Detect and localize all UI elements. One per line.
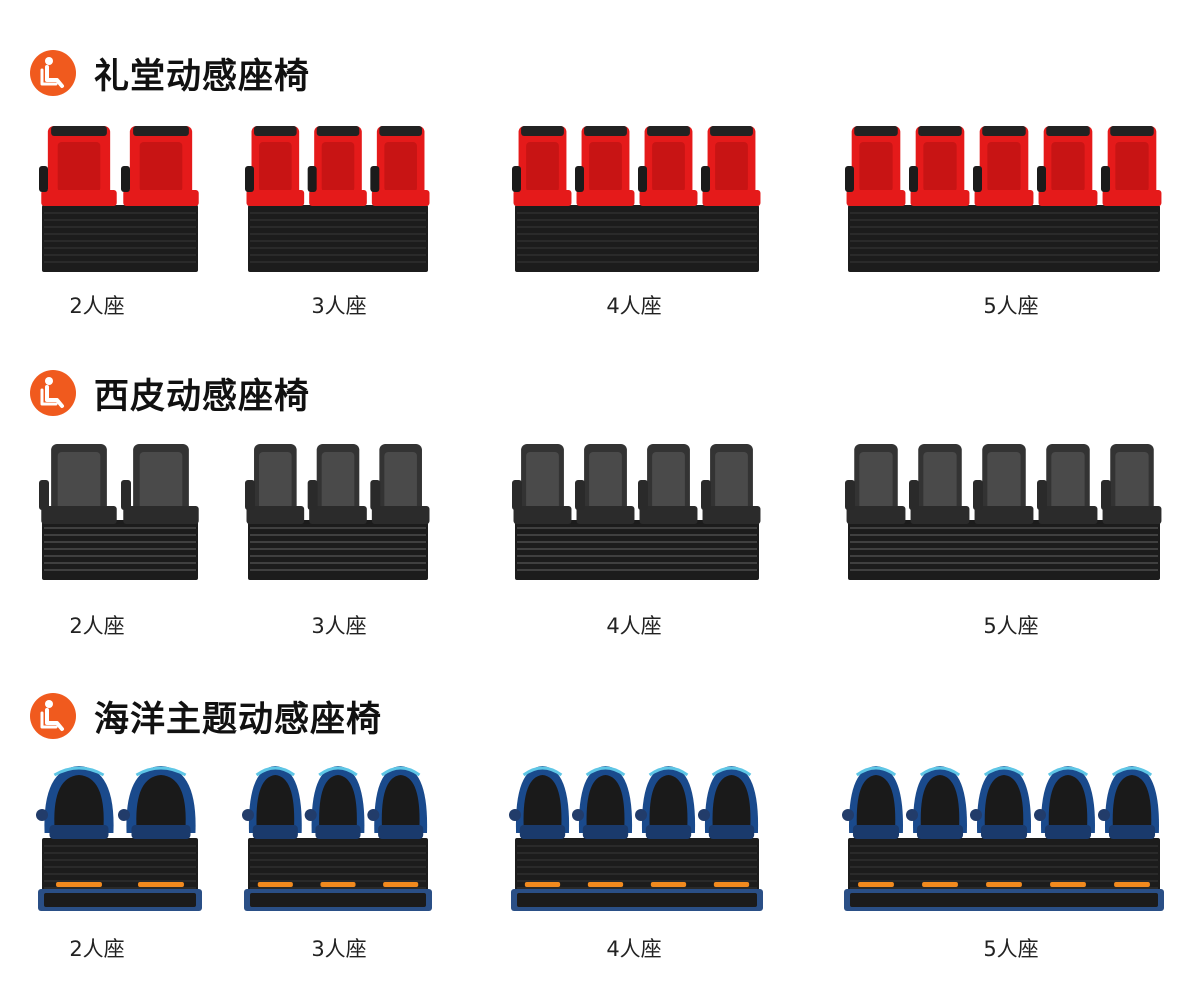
product-image-2-seat [30,440,210,600]
motion-seat-illustration [512,126,761,272]
section-title: 礼堂动感座椅 [94,56,311,97]
motion-seat-illustration [842,766,1164,911]
seat [698,766,759,839]
seat [121,444,199,524]
seat [842,766,903,839]
seat-person-icon [30,370,76,416]
motion-seat-illustration [39,126,199,272]
seat [638,126,698,206]
seat [36,766,114,839]
seat-person-icon [30,693,76,739]
product-caption: 2人座 [69,937,125,961]
seat [845,444,906,524]
product-image-3-seat [236,120,440,280]
product-image-4-seat [503,440,771,600]
motion-seat-illustration [242,766,432,911]
motion-seat-illustration [845,444,1162,580]
motion-seat-illustration [512,444,761,580]
section-title: 海洋主题动感座椅 [94,699,383,740]
seat-person-icon [30,50,76,96]
product-caption: 3人座 [311,294,367,318]
motion-seat-illustration [509,766,763,911]
seat [973,444,1034,524]
product-image-2-seat [30,763,210,923]
seat [307,444,367,524]
seat [509,766,570,839]
motion-seat-illustration [39,444,199,580]
product-image-5-seat [836,120,1172,280]
seat [701,444,761,524]
seat [973,126,1034,206]
section-header: 海洋主题动感座椅 [30,693,383,740]
section-header: 西皮动感座椅 [30,370,311,417]
seat [1101,444,1162,524]
product-caption: 2人座 [69,614,125,638]
seat [367,766,428,839]
seat [970,766,1031,839]
seat [242,766,302,839]
product-caption: 4人座 [606,294,662,318]
motion-seat-illustration [245,126,430,272]
motion-seat-illustration [36,766,202,911]
product-image-3-seat [236,763,440,923]
seat [909,126,970,206]
seat [1101,126,1162,206]
product-image-2-seat [30,120,210,280]
seat [845,126,906,206]
seat [39,444,117,524]
seat [701,126,761,206]
product-image-5-seat [836,440,1172,600]
seat [121,126,199,206]
seat [572,766,633,839]
section-title: 西皮动感座椅 [94,376,311,417]
seat [909,444,970,524]
seat [39,126,117,206]
product-caption: 4人座 [606,937,662,961]
product-image-5-seat [836,763,1172,923]
product-caption: 3人座 [311,614,367,638]
seat [575,126,635,206]
seat [307,126,367,206]
motion-platform-base [248,520,428,580]
seat [1098,766,1159,839]
product-caption: 5人座 [983,294,1039,318]
motion-platform-base [515,520,759,580]
product-image-4-seat [503,120,771,280]
product-caption: 5人座 [983,614,1039,638]
product-image-3-seat [236,440,440,600]
seat [575,444,635,524]
seat [245,126,305,206]
seat [906,766,967,839]
seat [118,766,196,839]
seat [370,126,430,206]
seat [512,444,572,524]
product-caption: 2人座 [69,294,125,318]
product-caption: 3人座 [311,937,367,961]
motion-platform-base [42,520,198,580]
section-header: 礼堂动感座椅 [30,50,311,97]
seat [304,766,365,839]
seat [1037,126,1098,206]
seat [1034,766,1095,839]
seat [245,444,305,524]
product-caption: 4人座 [606,614,662,638]
seat [1037,444,1098,524]
seat [512,126,572,206]
motion-seat-illustration [845,126,1162,272]
product-image-4-seat [503,763,771,923]
product-caption: 5人座 [983,937,1039,961]
motion-platform-base [848,520,1160,580]
motion-seat-illustration [245,444,430,580]
seat [635,766,696,839]
seat [370,444,430,524]
seat [638,444,698,524]
